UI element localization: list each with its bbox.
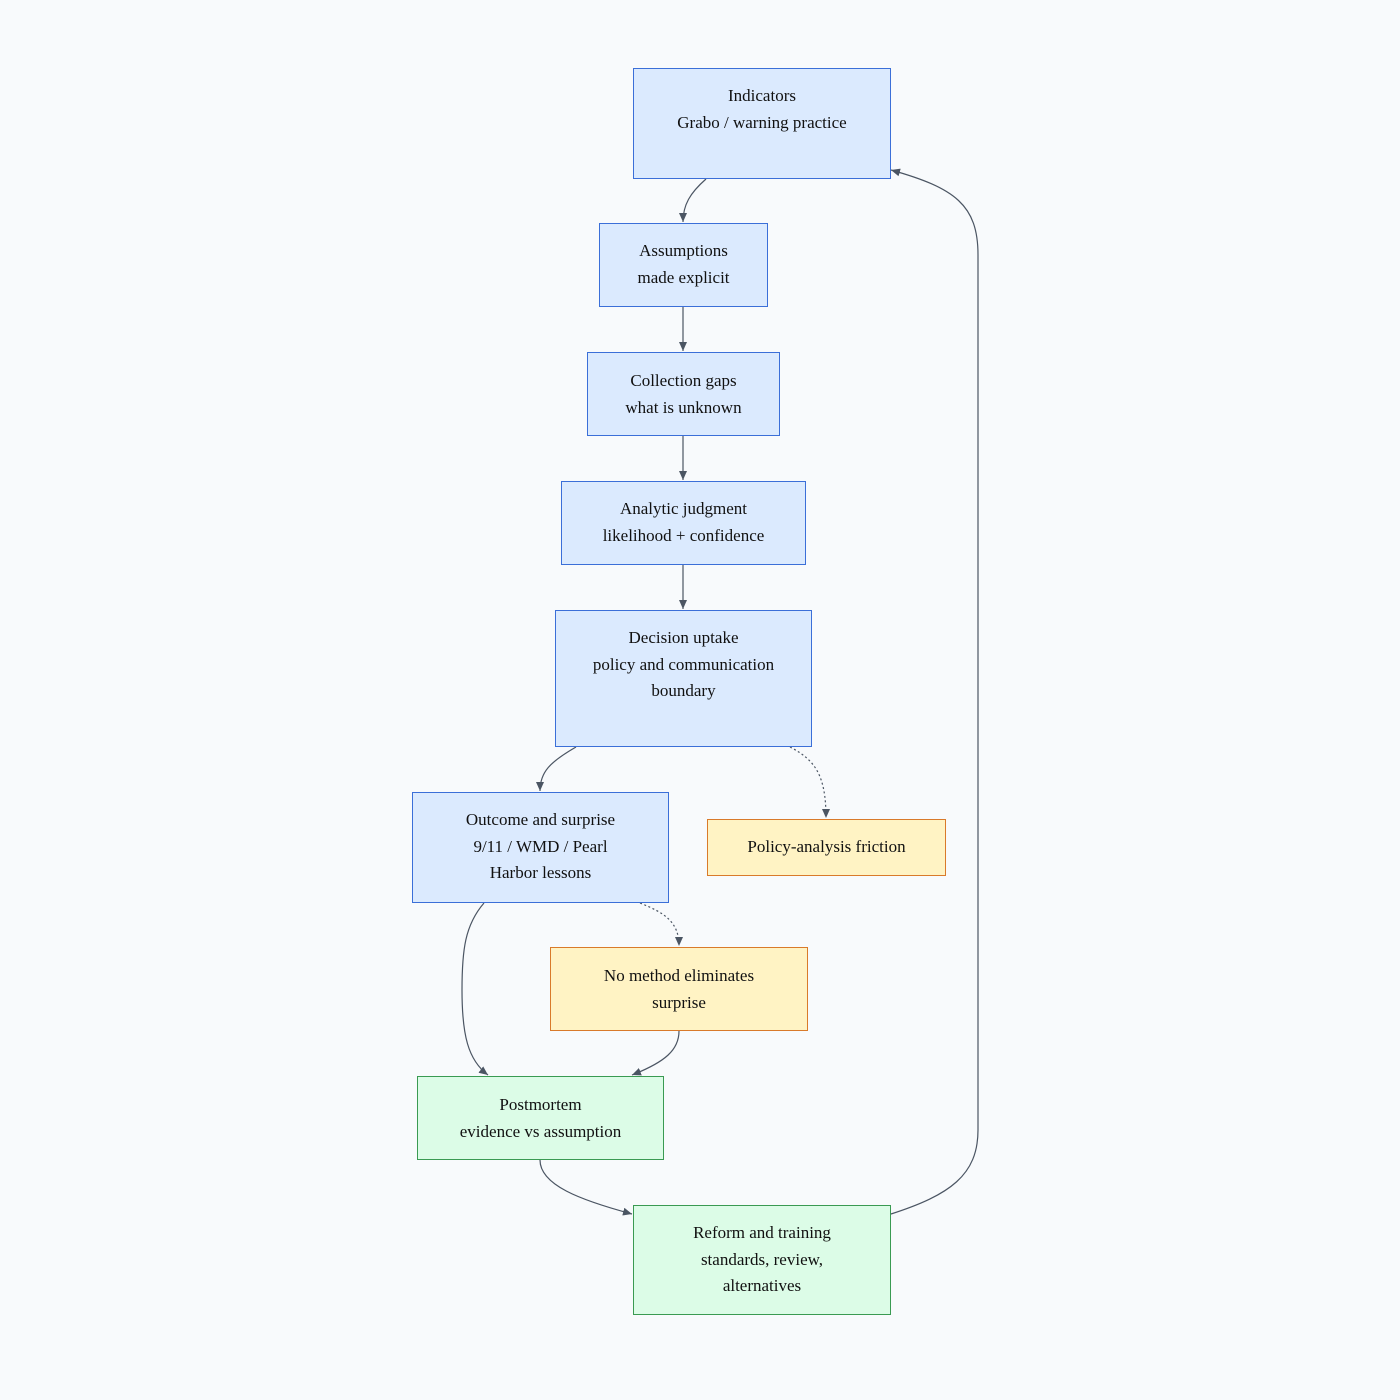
node-reform-training: Reform and training standards, review, a…	[633, 1205, 891, 1315]
node-assumptions: Assumptions made explicit	[599, 223, 768, 307]
node-policy-friction: Policy-analysis friction	[707, 819, 946, 876]
node-postmortem-title: Postmortem	[499, 1095, 582, 1114]
edge-nomethod-postmortem	[631, 1030, 680, 1076]
node-collection-detail: what is unknown	[625, 397, 742, 417]
node-decision-uptake: Decision uptake policy and communication…	[555, 610, 812, 747]
node-nomethod-title: No method eliminates	[603, 966, 755, 985]
node-indicators-title: Indicators	[728, 86, 796, 105]
node-decision-title: Decision uptake	[628, 628, 739, 647]
node-postmortem-detail: evidence vs assumption	[459, 1121, 622, 1141]
node-outcome-surprise: Outcome and surprise 9/11 / WMD / Pearl …	[412, 792, 669, 903]
edge-outcome-postmortem	[461, 902, 489, 1076]
node-collection-gaps: Collection gaps what is unknown	[587, 352, 780, 436]
edge-postmortem-reform	[539, 1159, 633, 1216]
node-reform-detail-1: standards, review,	[700, 1249, 824, 1269]
node-indicators-detail: Grabo / warning practice	[677, 112, 847, 132]
node-outcome-title: Outcome and surprise	[465, 810, 616, 829]
node-postmortem: Postmortem evidence vs assumption	[417, 1076, 664, 1160]
node-decision-detail-1: policy and communication	[592, 654, 775, 674]
node-analytic-title: Analytic judgment	[619, 499, 747, 518]
node-reform-title: Reform and training	[693, 1223, 831, 1242]
edge-reform-indicators	[890, 168, 979, 1215]
node-outcome-detail-2: Harbor lessons	[489, 863, 592, 882]
node-assumptions-title: Assumptions	[639, 241, 728, 260]
node-friction-title: Policy-analysis friction	[747, 837, 906, 856]
edge-decision-friction	[789, 746, 830, 819]
node-indicators: Indicators Grabo / warning practice	[633, 68, 891, 179]
node-assumptions-detail: made explicit	[637, 267, 730, 287]
node-reform-detail-2: alternatives	[722, 1276, 802, 1295]
node-outcome-detail-1: 9/11 / WMD / Pearl	[473, 836, 608, 856]
node-decision-detail-2: boundary	[651, 681, 716, 700]
edge-decision-outcome	[536, 746, 577, 792]
node-nomethod-detail: surprise	[652, 992, 706, 1012]
edge-outcome-nomethod	[639, 902, 683, 947]
node-collection-title: Collection gaps	[630, 371, 737, 390]
edge-indicators-assumptions	[679, 178, 707, 223]
node-analytic-detail: likelihood + confidence	[602, 525, 765, 545]
node-analytic-judgment: Analytic judgment likelihood + confidenc…	[561, 481, 806, 565]
node-no-method: No method eliminates surprise	[550, 947, 808, 1031]
